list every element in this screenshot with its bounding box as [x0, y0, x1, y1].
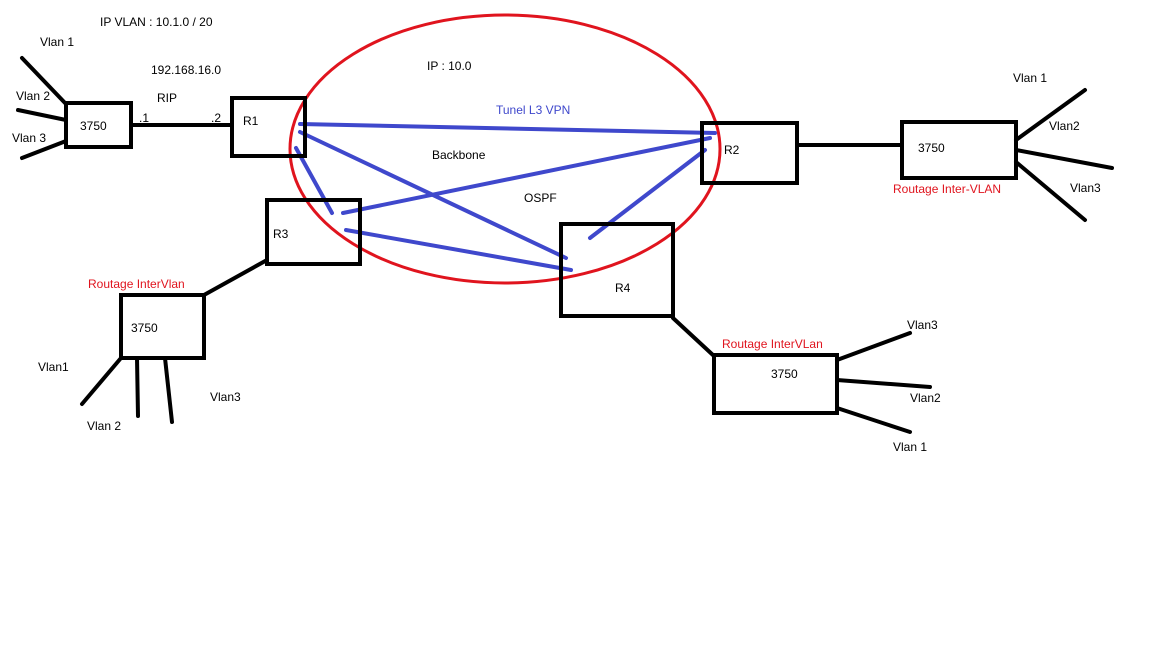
switch-2-caption: Routage Inter-VLAN — [893, 182, 1001, 196]
switch-4-vlan2-label: Vlan2 — [910, 391, 941, 405]
wire-sw1-vlan3 — [20, 139, 68, 160]
router-r1-label: R1 — [243, 114, 259, 128]
tunnel-label: Tunel L3 VPN — [496, 103, 570, 117]
switch-4-box — [712, 353, 839, 415]
switch-1-vlan3-label: Vlan 3 — [12, 131, 46, 145]
switch-2-model: 3750 — [918, 141, 945, 155]
router-r3-label: R3 — [273, 227, 289, 241]
router-r2-label: R2 — [724, 143, 740, 157]
switch-side-ip-label: .1 — [139, 111, 149, 125]
switch-4-model: 3750 — [771, 367, 798, 381]
wire-sw4-vlan2 — [835, 378, 932, 389]
router-r2-box — [700, 121, 799, 185]
wire-sw3-vlan3 — [163, 356, 174, 424]
switch-1-model: 3750 — [80, 119, 107, 133]
wire-sw4-vlan3 — [835, 331, 912, 362]
subnet-label: 192.168.16.0 — [151, 63, 221, 77]
backbone-label: Backbone — [432, 148, 486, 162]
switch-4-vlan1-label: Vlan 1 — [893, 440, 927, 454]
tunnel-r1-r2 — [298, 122, 717, 135]
wire-sw2-vlan3 — [1014, 160, 1087, 222]
switch-4-caption: Routage InterVLan — [722, 337, 823, 351]
wires — [16, 56, 1114, 434]
rip-label: RIP — [157, 91, 177, 105]
wire-sw4-vlan1 — [835, 406, 912, 434]
switch-2-vlan2-label: Vlan2 — [1049, 119, 1080, 133]
wire-r4-sw4 — [671, 316, 716, 358]
backbone-ellipse — [288, 13, 722, 285]
switch-1-vlan2-label: Vlan 2 — [16, 89, 50, 103]
switch-3-box — [119, 293, 206, 360]
tunnel-r1-r3 — [294, 146, 334, 215]
backbone-ip-label: IP : 10.0 — [427, 59, 472, 73]
switch-3-model: 3750 — [131, 321, 158, 335]
router-r4-label: R4 — [615, 281, 631, 295]
wire-sw2-vlan1 — [1014, 88, 1087, 142]
switch-3-caption: Routage InterVlan — [88, 277, 185, 291]
router-r3-box — [265, 198, 362, 266]
wire-sw3-vlan2 — [135, 356, 140, 418]
wire-r3-sw3 — [202, 258, 269, 297]
wire-sw1-vlan1 — [20, 56, 68, 106]
wire-sw1-vlan2 — [16, 108, 68, 122]
tunnel-r3-r2 — [341, 136, 712, 215]
wire-sw2-vlan2 — [1014, 148, 1114, 170]
switch-3-vlan3-label: Vlan3 — [210, 390, 241, 404]
ip-vlan-label: IP VLAN : 10.1.0 / 20 — [100, 15, 213, 29]
ospf-label: OSPF — [524, 191, 557, 205]
wire-sw3-vlan1 — [80, 356, 123, 406]
switch-4-vlan3-label: Vlan3 — [907, 318, 938, 332]
switch-3-vlan2-label: Vlan 2 — [87, 419, 121, 433]
switch-2-vlan3-label: Vlan3 — [1070, 181, 1101, 195]
router-side-ip-label: .2 — [211, 111, 221, 125]
switch-2-vlan1-label: Vlan 1 — [1013, 71, 1047, 85]
tunnel-r3-r4 — [344, 228, 573, 272]
switch-1-vlan1-label: Vlan 1 — [40, 35, 74, 49]
switch-3-vlan1-label: Vlan1 — [38, 360, 69, 374]
router-r4-box — [559, 222, 675, 318]
